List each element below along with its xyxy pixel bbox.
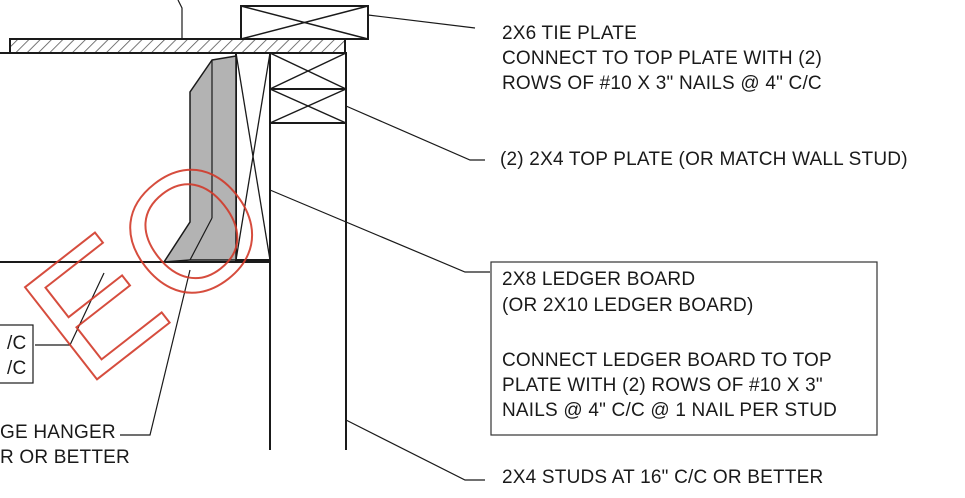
leader-lines (35, 0, 490, 481)
ledger-label-line1: 2X8 LEDGER BOARD (502, 269, 696, 290)
floor-joist (0, 52, 270, 263)
ledger-callout-box (490, 261, 878, 436)
ledger-label-line5: NAILS @ 4" C/C @ 1 NAIL PER STUD (502, 400, 838, 421)
left-callout-line2: /C (7, 358, 27, 379)
ledger-label-line3: CONNECT LEDGER BOARD TO TOP (502, 350, 832, 371)
hanger-label-line1: GE HANGER (0, 422, 116, 443)
tie-plate (240, 5, 369, 40)
left-callout-box (0, 324, 34, 384)
tie-plate-label-line2: CONNECT TO TOP PLATE WITH (2) (502, 48, 823, 69)
ledger-board (235, 52, 271, 261)
tie-plate-label-line3: ROWS OF #10 X 3" NAILS @ 4" C/C (502, 73, 822, 94)
hanger-label-line2: R OR BETTER (0, 447, 130, 468)
ledger-label-line2: (OR 2X10 LEDGER BOARD) (502, 295, 754, 316)
tie-plate-label-line1: 2X6 TIE PLATE (502, 23, 637, 44)
joist-hanger (162, 55, 237, 263)
top-plate-label: (2) 2X4 TOP PLATE (OR MATCH WALL STUD) (500, 149, 908, 170)
top-plate-upper (269, 52, 347, 90)
ledger-label-line4: PLATE WITH (2) ROWS OF #10 X 3" (502, 375, 823, 396)
top-plate-lower (269, 88, 347, 124)
left-callout-line1: /C (7, 333, 27, 354)
studs-label: 2X4 STUDS AT 16" C/C OR BETTER (502, 467, 824, 488)
wall-stud (269, 123, 347, 450)
sheathing-board (9, 38, 346, 54)
